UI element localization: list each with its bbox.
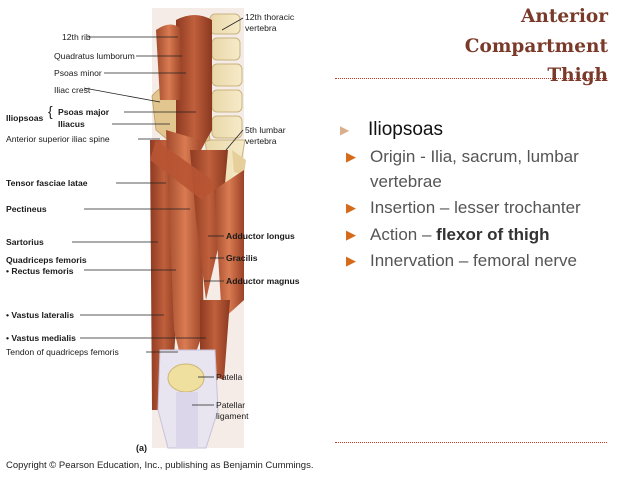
label-vertebra-1: vertebra (245, 23, 277, 33)
sub-bullet-strong: flexor of thigh (436, 225, 549, 244)
patellar-ligament (176, 392, 198, 448)
copyright-notice: Copyright © Pearson Education, Inc., pub… (6, 460, 313, 471)
iliopsoas-brace: { (48, 104, 53, 118)
bullet-arrow-icon: ▶ (346, 145, 356, 170)
bullet-arrow-icon: ▶ (346, 223, 356, 248)
title-line-3: Thigh (547, 61, 608, 91)
label-iliacus: Iliacus (58, 119, 85, 129)
anatomy-figure: 12th rib Quadratus lumborum Psoas minor … (0, 0, 330, 479)
sub-bullet-insertion: ▶ Insertion – lesser trochanter (338, 196, 623, 221)
bullet-arrow-icon: ▶ (340, 117, 349, 143)
label-quadriceps-femoris: Quadriceps femoris (6, 255, 87, 265)
label-patellar: Patellar (216, 400, 245, 410)
label-adductor-magnus: Adductor magnus (226, 276, 300, 286)
sub-bullet-text: Origin - Ilia, sacrum, lumbar vertebrae (370, 147, 579, 191)
label-psoas-major: Psoas major (58, 107, 109, 117)
bullet-arrow-icon: ▶ (346, 249, 356, 274)
quadratus-lumborum-muscle (156, 24, 182, 100)
sub-bullet-action: ▶ Action – flexor of thigh (338, 223, 623, 248)
bullet-arrow-icon: ▶ (346, 196, 356, 221)
bullet-list: ▶ Iliopsoas ▶ Origin - Ilia, sacrum, lum… (338, 117, 623, 274)
bullet-main-text: Iliopsoas (368, 119, 443, 140)
bullet-main: ▶ Iliopsoas (338, 117, 623, 143)
label-anterior-superior-iliac-spine: Anterior superior iliac spine (6, 134, 110, 144)
label-vastus-medialis: • Vastus medialis (6, 333, 76, 343)
footer-divider (335, 442, 607, 443)
label-gracilis: Gracilis (226, 253, 258, 263)
sub-bullet-text: Innervation – femoral nerve (370, 251, 577, 270)
sub-bullet-origin: ▶ Origin - Ilia, sacrum, lumbar vertebra… (338, 145, 623, 194)
slide-title: Anterior Compartment (465, 2, 608, 62)
label-ligament: ligament (216, 411, 248, 421)
panel-letter: (a) (136, 443, 147, 453)
sub-bullet-text: Insertion – lesser trochanter (370, 198, 581, 217)
sub-bullet-prefix: Action – (370, 225, 436, 244)
label-pectineus: Pectineus (6, 204, 47, 214)
label-sartorius: Sartorius (6, 237, 44, 247)
label-quadriceps-tendon: Tendon of quadriceps femoris (6, 347, 119, 357)
label-iliopsoas: Iliopsoas (6, 113, 43, 123)
title-line-2: Compartment (465, 32, 608, 62)
label-vertebra-2: vertebra (245, 136, 277, 146)
label-psoas-minor: Psoas minor (54, 68, 102, 78)
label-quadratus-lumborum: Quadratus lumborum (54, 51, 135, 61)
label-adductor-longus: Adductor longus (226, 231, 295, 241)
label-5th-lumbar: 5th lumbar (245, 125, 286, 135)
label-vastus-lateralis: • Vastus lateralis (6, 310, 74, 320)
label-12th-thoracic: 12th thoracic (245, 12, 294, 22)
sub-bullet-innervation: ▶ Innervation – femoral nerve (338, 249, 623, 274)
label-iliac-crest: Iliac crest (54, 85, 90, 95)
label-patella: Patella (216, 372, 242, 382)
label-tensor-fasciae-latae: Tensor fasciae latae (6, 178, 88, 188)
label-rectus-femoris: • Rectus femoris (6, 266, 73, 276)
label-12th-rib: 12th rib (62, 32, 91, 42)
title-line-1: Anterior (465, 2, 608, 32)
patella (168, 364, 204, 392)
